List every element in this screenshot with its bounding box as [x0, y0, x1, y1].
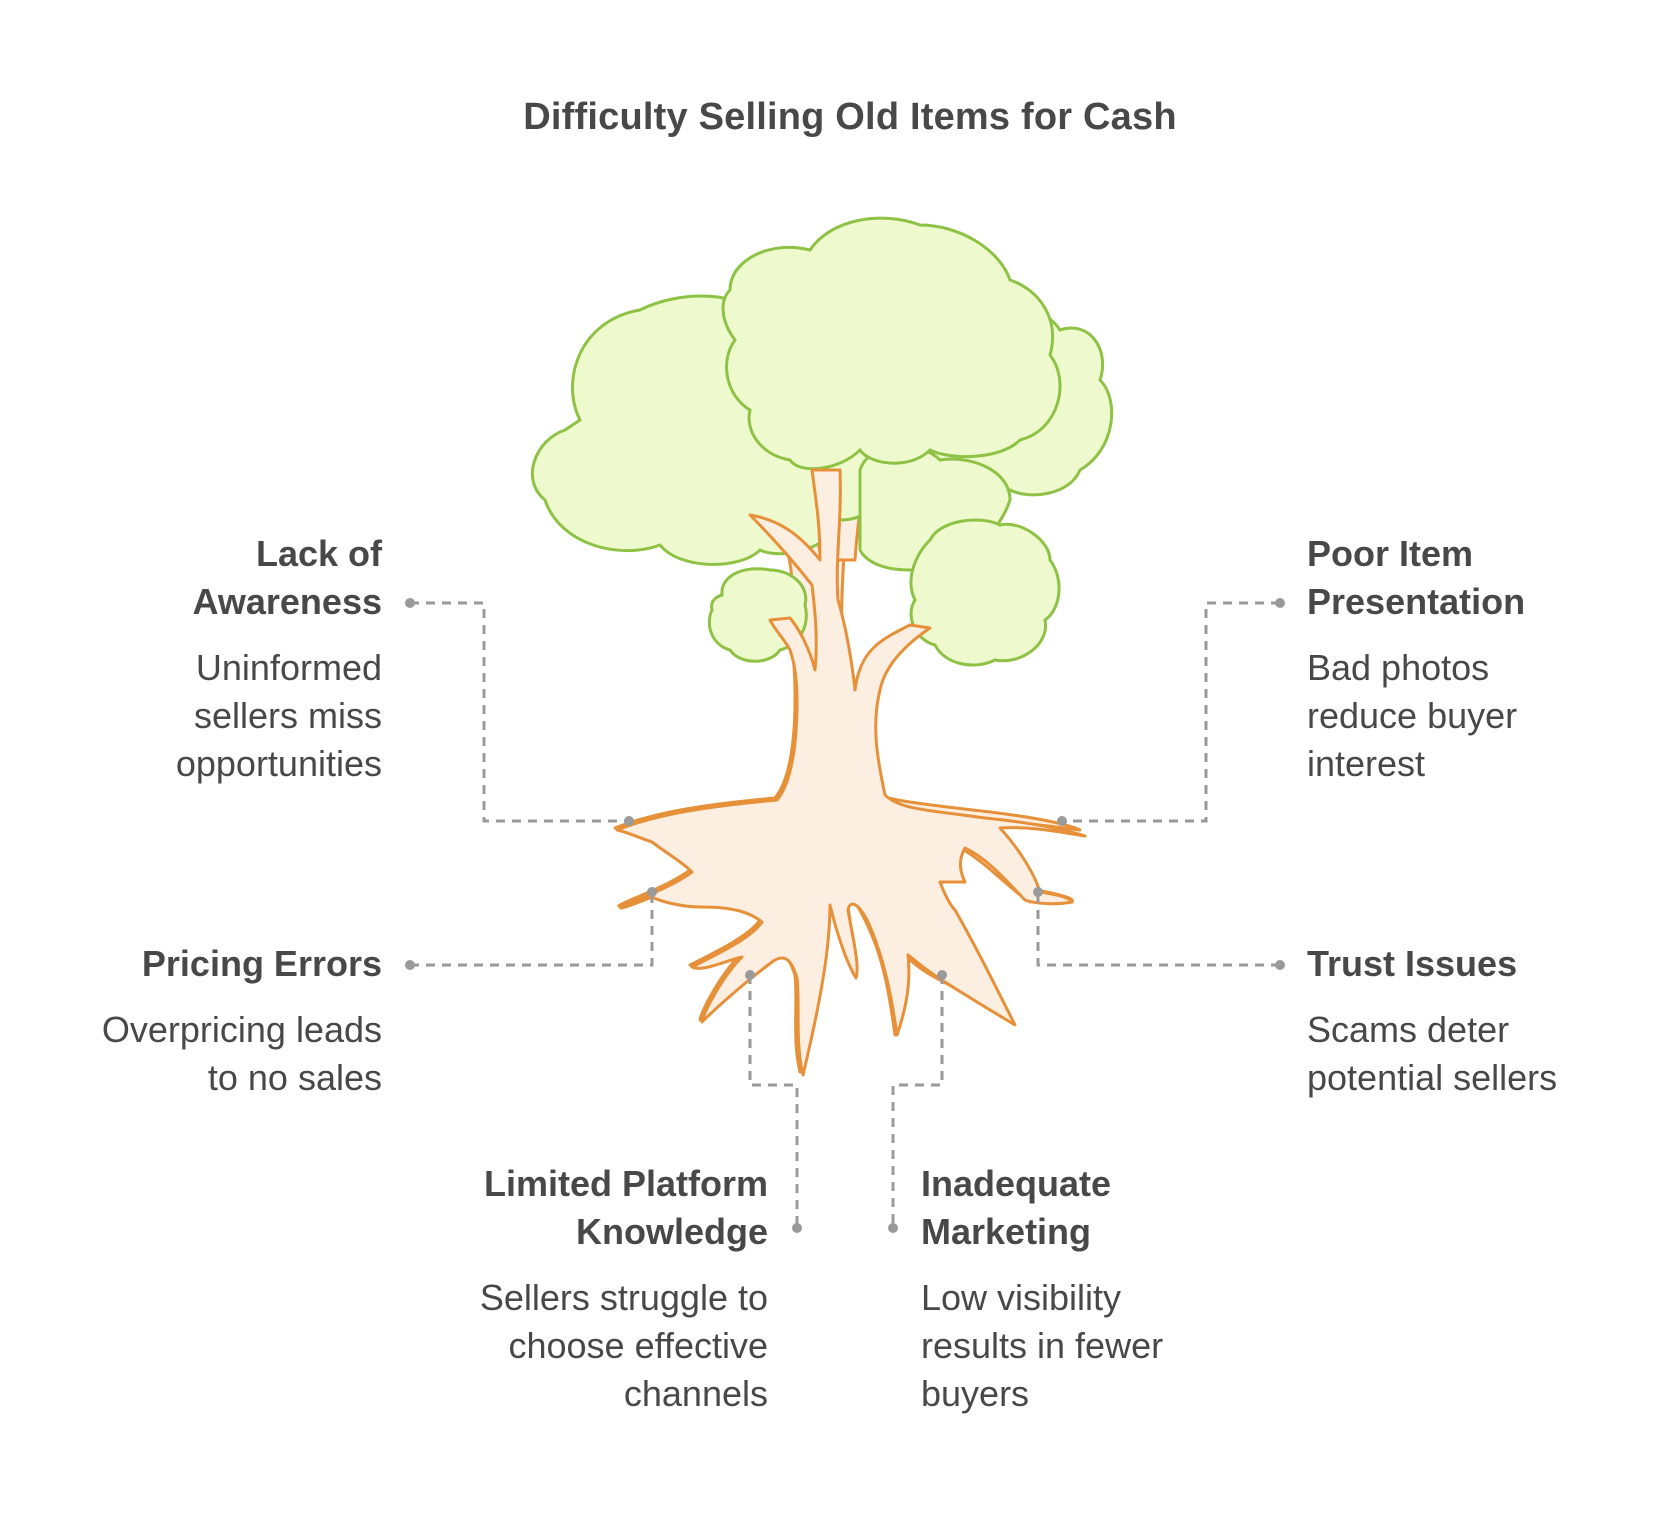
callout-heading: Pricing Errors — [0, 940, 382, 988]
callout-heading: Poor Item Presentation — [1307, 530, 1660, 626]
connector-start-dot — [745, 970, 755, 980]
description-line: Bad photos — [1307, 647, 1490, 688]
heading-line: Pricing Errors — [141, 943, 382, 984]
callout-description: Low visibility results in fewer buyers — [921, 1274, 1321, 1418]
callout-poor-item-presentation: Poor Item Presentation Bad photos reduce… — [1307, 530, 1660, 788]
callout-heading: Trust Issues — [1307, 940, 1660, 988]
trunk-branches — [615, 468, 1087, 1077]
description-line: results in fewer — [921, 1325, 1164, 1366]
description-line: Scams deter — [1307, 1009, 1510, 1050]
callout-description: Scams deter potential sellers — [1307, 1006, 1660, 1102]
connector-poor-item-presentation — [1062, 601, 1280, 823]
callout-lack-of-awareness: Lack of Awareness Uninformed sellers mis… — [0, 530, 382, 788]
connector-limited-platform-knowledge — [748, 975, 799, 1228]
description-line: reduce buyer — [1307, 695, 1518, 736]
description-line: Low visibility — [921, 1277, 1122, 1318]
description-line: buyers — [921, 1373, 1030, 1414]
description-line: sellers miss — [193, 695, 382, 736]
connector-trust-issues — [1036, 892, 1280, 967]
heading-line: Lack of — [255, 533, 382, 574]
connector-start-dot — [937, 970, 947, 980]
heading-line: Limited Platform — [483, 1163, 768, 1204]
callout-description: Overpricing leads to no sales — [0, 1006, 382, 1102]
callout-description: Sellers struggle to choose effective cha… — [368, 1274, 768, 1418]
heading-line: Presentation — [1307, 581, 1526, 622]
callout-pricing-errors: Pricing Errors Overpricing leads to no s… — [0, 940, 382, 1102]
description-line: Uninformed — [195, 647, 382, 688]
description-line: choose effective — [508, 1325, 768, 1366]
heading-line: Marketing — [921, 1211, 1092, 1252]
callout-heading: Lack of Awareness — [0, 530, 382, 626]
foliage-top-cloud — [721, 216, 1062, 471]
connector-pricing-errors — [410, 892, 654, 967]
description-line: to no sales — [207, 1057, 382, 1098]
heading-line: Poor Item — [1307, 533, 1474, 574]
callout-heading: Limited Platform Knowledge — [368, 1160, 768, 1256]
connector-end-dot — [792, 1223, 802, 1233]
description-line: interest — [1307, 743, 1426, 784]
callout-description: Bad photos reduce buyer interest — [1307, 644, 1660, 788]
connector-end-dot — [1033, 887, 1043, 897]
heading-line: Knowledge — [575, 1211, 768, 1252]
foliage — [530, 216, 1114, 667]
heading-line: Awareness — [192, 581, 382, 622]
callout-trust-issues: Trust Issues Scams deter potential selle… — [1307, 940, 1660, 1102]
connector-end-dot — [647, 887, 657, 897]
callout-description: Uninformed sellers miss opportunities — [0, 644, 382, 788]
connector-end-dot — [1057, 816, 1067, 826]
callout-inadequate-marketing: Inadequate Marketing Low visibility resu… — [921, 1160, 1321, 1418]
connector-lack-of-awareness — [410, 601, 629, 823]
heading-line: Trust Issues — [1307, 943, 1518, 984]
connector-end-dot — [888, 1223, 898, 1233]
description-line: Sellers struggle to — [479, 1277, 768, 1318]
connector-start-dot — [1275, 598, 1285, 608]
connector-start-dot — [1275, 960, 1285, 970]
connector-end-dot — [624, 816, 634, 826]
description-line: Overpricing leads — [101, 1009, 382, 1050]
callout-limited-platform-knowledge: Limited Platform Knowledge Sellers strug… — [368, 1160, 768, 1418]
diagram-title: Difficulty Selling Old Items for Cash — [523, 96, 1177, 138]
trunk-upper — [615, 468, 1087, 1077]
connector-start-dot — [405, 960, 415, 970]
heading-line: Inadequate — [921, 1163, 1112, 1204]
foliage-right-bush — [909, 518, 1061, 667]
connector-start-dot — [405, 598, 415, 608]
callout-heading: Inadequate Marketing — [921, 1160, 1321, 1256]
connector-inadequate-marketing — [891, 975, 944, 1228]
description-line: potential sellers — [1307, 1057, 1558, 1098]
description-line: channels — [623, 1373, 768, 1414]
description-line: opportunities — [175, 743, 382, 784]
